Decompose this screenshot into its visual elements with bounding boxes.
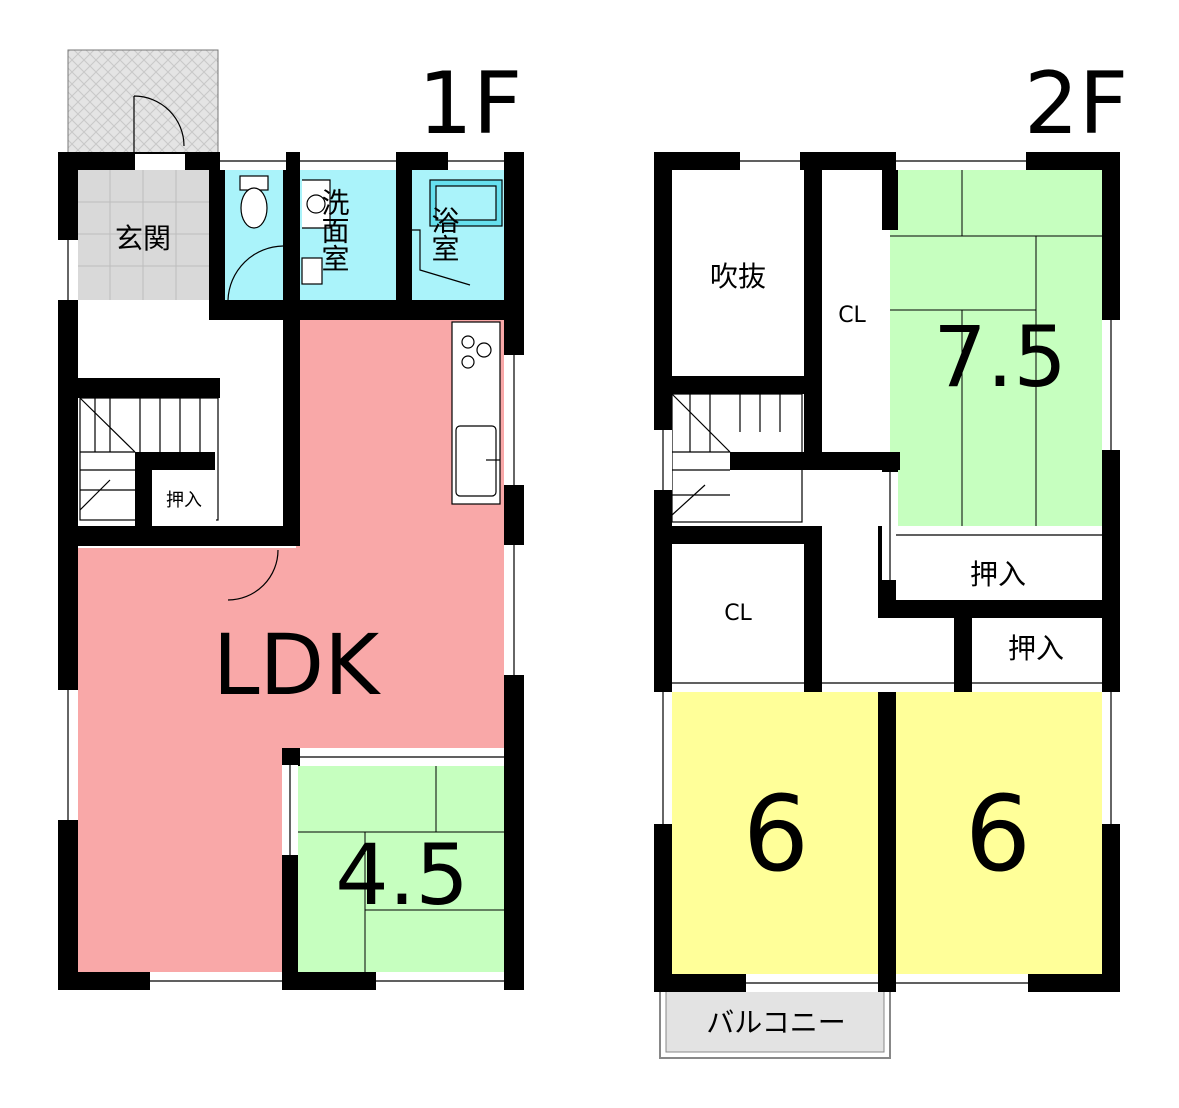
closet-2f-a-label: CL <box>838 303 866 328</box>
toilet-fixture <box>227 175 284 301</box>
closet-1f-label: 押入 <box>166 490 202 511</box>
kitchen-counter <box>451 321 501 505</box>
washroom-label: 洗面室 <box>318 188 351 272</box>
floor-1: 1F <box>58 49 524 990</box>
tatami-1f-fill <box>296 766 504 972</box>
tatami-2f-label: 7.5 <box>933 308 1067 406</box>
tatami-1f-lines <box>296 766 504 972</box>
room-2f-right-fill <box>896 692 1102 974</box>
closet-1f-fill <box>152 470 216 528</box>
tatami-1f-label: 4.5 <box>335 826 469 924</box>
entrance-tiles <box>77 170 209 300</box>
bath-label: 浴室 <box>428 206 461 262</box>
window-frames-2f <box>662 160 1112 984</box>
oshiire-2f-b-label: 押入 <box>1008 632 1064 665</box>
oshiire-2f-a-label: 押入 <box>970 558 1026 591</box>
room-2f-right-label: 6 <box>965 773 1031 895</box>
entrance-label: 玄関 <box>115 222 171 255</box>
room-2f-left-fill <box>672 692 878 974</box>
balcony-label: バルコニー <box>706 1006 845 1039</box>
window-frames-1f <box>67 160 515 982</box>
hall-door <box>227 549 279 601</box>
ldk-fill <box>77 320 504 972</box>
porch <box>67 49 219 155</box>
floor-2: 2F <box>654 54 1128 1059</box>
bathtub <box>396 179 503 286</box>
floor-2-label: 2F <box>1024 54 1128 154</box>
tatami-2f-fill <box>890 170 1102 526</box>
ldk-label: LDK <box>213 616 381 714</box>
closet-2f-b-label: CL <box>724 601 752 626</box>
tatami-2f-lines <box>890 170 1102 526</box>
washbasin <box>301 179 331 285</box>
entrance-door <box>133 95 185 154</box>
room-2f-left-label: 6 <box>743 773 809 895</box>
void-label: 吹抜 <box>710 260 766 293</box>
balcony-inner <box>665 989 885 1053</box>
floor-1-label: 1F <box>418 54 522 154</box>
